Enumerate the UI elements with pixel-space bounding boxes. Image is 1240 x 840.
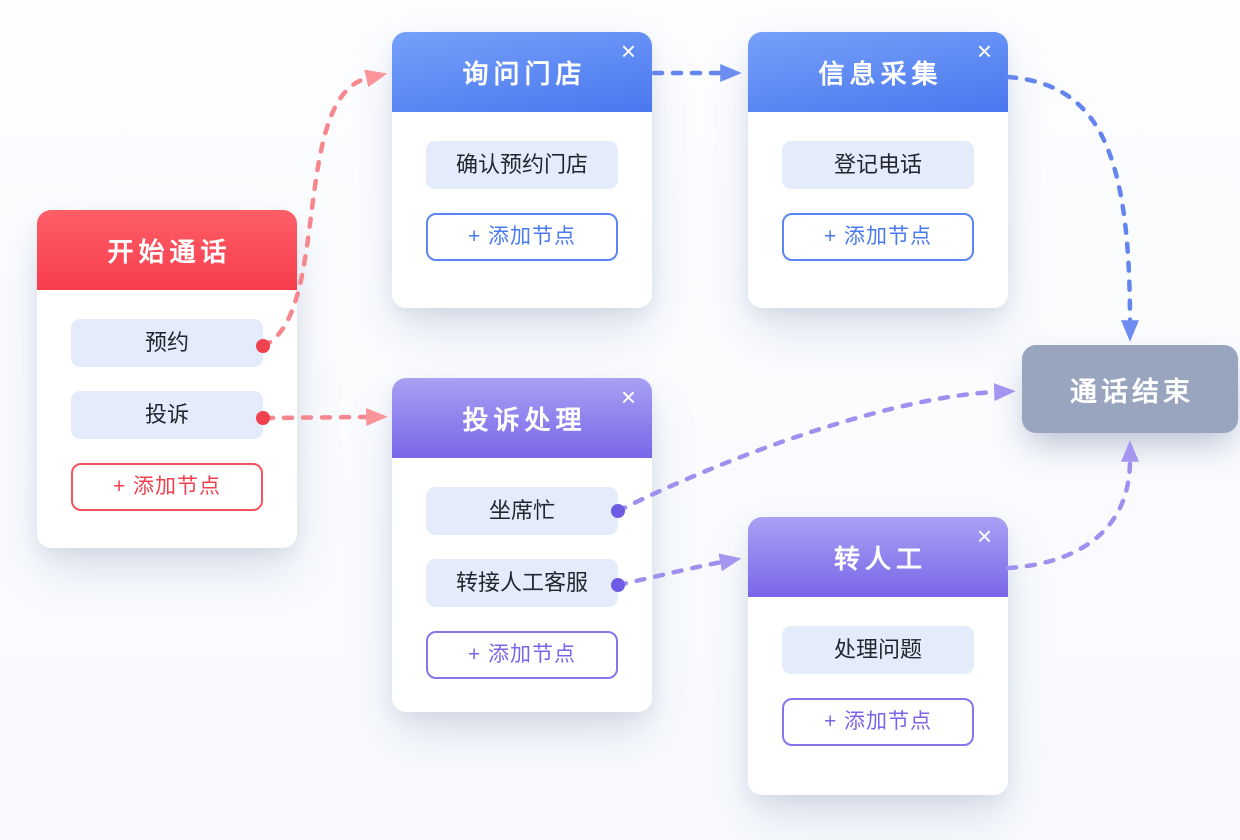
node-info-collect-header: 信息采集 × <box>748 32 1008 112</box>
intent-item-appointment[interactable]: 预约 <box>71 319 263 367</box>
node-title: 投诉处理 <box>462 404 587 435</box>
node-call-end[interactable]: 通话结束 <box>1022 345 1238 433</box>
node-start-call-header: 开始通话 <box>37 210 297 290</box>
intent-item-confirm-store[interactable]: 确认预约门店 <box>426 141 618 189</box>
node-start-call[interactable]: 开始通话 预约 投诉 + 添加节点 <box>37 210 297 548</box>
intent-item-handle-issue[interactable]: 处理问题 <box>782 626 974 674</box>
node-transfer-human[interactable]: 转人工 × 处理问题 + 添加节点 <box>748 517 1008 795</box>
edge-info-collect-to-call-end[interactable] <box>1005 74 1139 342</box>
intent-item-register-phone[interactable]: 登记电话 <box>782 141 974 189</box>
intent-item-complaint[interactable]: 投诉 <box>71 391 263 439</box>
close-icon[interactable]: × <box>976 521 992 551</box>
node-complaint-handling-header: 投诉处理 × <box>392 378 652 458</box>
close-icon[interactable]: × <box>620 36 636 66</box>
node-info-collect[interactable]: 信息采集 × 登记电话 + 添加节点 <box>748 32 1008 308</box>
close-icon[interactable]: × <box>620 382 636 412</box>
edge-transfer-human-to-call-end[interactable] <box>1005 440 1139 571</box>
node-ask-store-header: 询问门店 × <box>392 32 652 112</box>
add-node-button[interactable]: + 添加节点 <box>71 463 263 511</box>
intent-item-agent-busy[interactable]: 坐席忙 <box>426 487 618 535</box>
add-node-button[interactable]: + 添加节点 <box>782 698 974 746</box>
intent-item-transfer-agent[interactable]: 转接人工客服 <box>426 559 618 607</box>
node-title: 信息采集 <box>818 58 943 89</box>
add-node-button[interactable]: + 添加节点 <box>426 213 618 261</box>
node-title: 转人工 <box>833 543 927 574</box>
close-icon[interactable]: × <box>976 36 992 66</box>
edge-agent-busy-to-call-end[interactable] <box>615 383 1016 514</box>
node-complaint-handling[interactable]: 投诉处理 × 坐席忙 转接人工客服 + 添加节点 <box>392 378 652 712</box>
add-node-button[interactable]: + 添加节点 <box>426 631 618 679</box>
add-node-button[interactable]: + 添加节点 <box>782 213 974 261</box>
node-title: 开始通话 <box>107 236 232 267</box>
node-transfer-human-header: 转人工 × <box>748 517 1008 597</box>
node-ask-store[interactable]: 询问门店 × 确认预约门店 + 添加节点 <box>392 32 652 308</box>
node-title: 询问门店 <box>462 58 587 89</box>
